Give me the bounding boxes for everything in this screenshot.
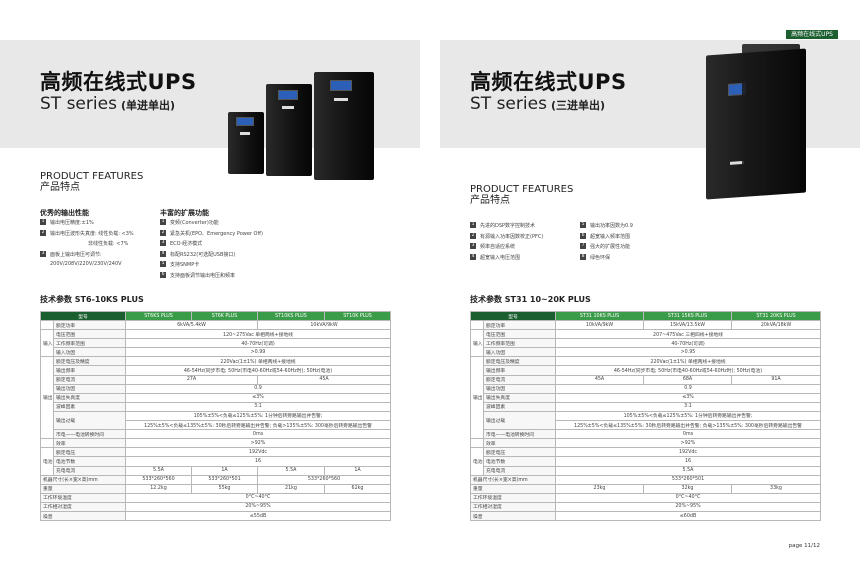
- table-row: 125%±5%<负载≤135%±5%: 30秒后转旁路输出并告警; 负载>135…: [471, 420, 822, 431]
- feature-item: 非线性负载: <7%: [88, 241, 129, 247]
- table-row: 噪音≤60dB: [469, 510, 822, 522]
- right-tech-title: 技术参数 ST31 10~20K PLUS: [470, 295, 591, 304]
- ups-unit-medium: [266, 84, 312, 176]
- right-title: 高频在线式UPS: [470, 70, 627, 94]
- table-row: 125%±5%<负载≤135%±5%: 30秒后转旁路输出并告警; 负载>135…: [41, 420, 392, 431]
- table-row: 输入功因>0.95: [471, 347, 822, 358]
- ups-unit-large: [314, 72, 374, 180]
- table-row: 效率>92%: [40, 438, 392, 449]
- left-col2-heading: 丰富的扩展功能: [160, 209, 209, 217]
- ups-tower-side: [742, 44, 800, 192]
- table-row: 输出失真度≤3%: [41, 392, 392, 403]
- left-title: 高频在线式UPS: [40, 70, 197, 94]
- ups-unit-small: [228, 112, 264, 174]
- table-row: 噪音≤55dB: [39, 510, 392, 522]
- category-tag: 高频在线式UPS: [786, 30, 838, 39]
- table-row: 效率>92%: [470, 438, 822, 449]
- page-number: page 11/12: [788, 543, 820, 549]
- table-row: 输出失真度≤3%: [471, 392, 822, 403]
- table-row: 输入功因>0.99: [41, 347, 392, 358]
- left-series: ST series(单进单出): [40, 94, 175, 114]
- feature-item: 200V/208V/220V/230V/240V: [50, 261, 122, 267]
- left-col1-heading: 优秀的输出性能: [40, 209, 89, 217]
- left-tech-title: 技术参数 ST6-10KS PLUS: [40, 295, 144, 304]
- right-series: ST series(三进单出): [470, 94, 605, 114]
